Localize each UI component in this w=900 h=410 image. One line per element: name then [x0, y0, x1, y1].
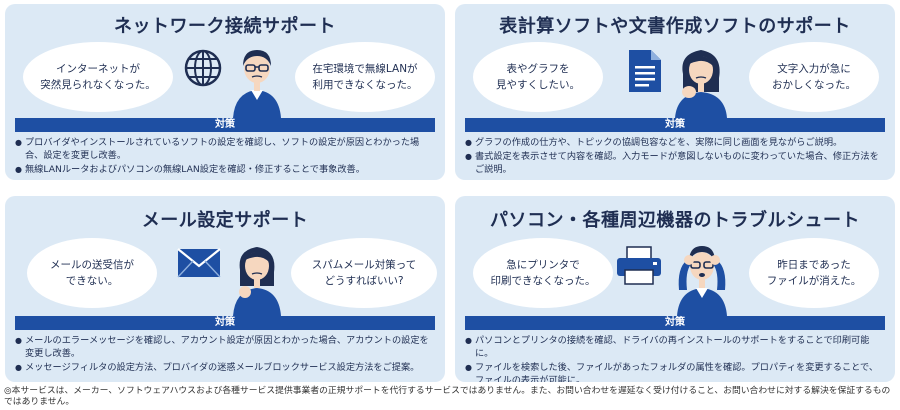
speech-bubble-right: 在宅環境で無線LANが 利用できなくなった。 [295, 42, 435, 112]
solution-item: 無線LANルータおよびパソコンの無線LAN設定を確認・修正することで事象改善。 [15, 163, 435, 176]
panel-title: メール設定サポート [141, 210, 309, 231]
speech-bubble-left: 表やグラフを 見やすくしたい。 [473, 42, 603, 112]
speech-bubble-right: 文字入力が急に おかしくなった。 [749, 42, 879, 112]
panel-title: パソコン・各種周辺機器のトラブルシュート [490, 210, 860, 231]
countermeasure-bar: 対策 [15, 118, 435, 132]
solution-list: メールのエラーメッセージを確認し、アカウント設定が原因とわかった場合、アカウント… [15, 334, 435, 375]
bubble-text: 文字入力が急に おかしくなった。 [772, 62, 856, 91]
office-software-support-panel: 表計算ソフトや文書作成ソフトのサポート 表やグラフを 見やすくしたい。 文字入力… [455, 4, 895, 180]
speech-bubble-right: スパムメール対策って どうすればいい? [291, 238, 437, 308]
solution-list: グラフの作成の仕方や、トピックの協調包容などを、実際に同じ画面を見ながらご説明。… [465, 136, 885, 177]
solution-item: グラフの作成の仕方や、トピックの協調包容などを、実際に同じ画面を見ながらご説明。 [465, 136, 885, 149]
mail-settings-support-panel: メール設定サポート メールの送受信が できない。 スパムメール対策って どうすれ… [5, 196, 445, 382]
document-icon [627, 48, 663, 94]
solution-list: プロバイダやインストールされているソフトの設定を確認し、ソフトの設定が原因とわか… [15, 136, 435, 177]
network-support-panel: ネットワーク接続サポート インターネットが 突然見られなくなった。 在宅環境で無… [5, 4, 445, 180]
worried-woman-illustration [227, 232, 287, 316]
countermeasure-bar: 対策 [15, 316, 435, 330]
pc-peripheral-troubleshoot-panel: パソコン・各種周辺機器のトラブルシュート 急にプリンタで 印刷できなくなった。 [455, 196, 895, 382]
panel-title: ネットワーク接続サポート [114, 16, 336, 37]
bubble-text: メールの送受信が できない。 [50, 258, 134, 287]
solution-item: 書式設定を表示させて内容を確認。入力モードが意図しないものに変わっていた場合、修… [465, 150, 885, 176]
solution-item: パソコンとプリンタの接続を確認、ドライバの再インストールのサポートをすることで印… [465, 334, 885, 360]
countermeasure-bar: 対策 [465, 118, 885, 132]
envelope-icon [177, 248, 221, 278]
bubble-text: インターネットが 突然見られなくなった。 [40, 62, 156, 91]
speech-bubble-right: 昨日まであった ファイルが消えた。 [749, 238, 879, 308]
solution-item: ファイルを検索した後、ファイルがあったフォルダの属性を確認。プロパティを変更する… [465, 361, 885, 382]
bubble-text: 表やグラフを 見やすくしたい。 [496, 62, 580, 91]
speech-bubble-left: 急にプリンタで 印刷できなくなった。 [473, 238, 613, 308]
bubble-text: 昨日まであった ファイルが消えた。 [766, 258, 862, 287]
printer-icon [615, 246, 663, 286]
solution-item: メッセージフィルタの設定方法、プロバイダの迷惑メールブロックサービス設定方法をご… [15, 361, 435, 374]
solution-item: プロバイダやインストールされているソフトの設定を確認し、ソフトの設定が原因とわか… [15, 136, 435, 162]
bubble-text: 急にプリンタで 印刷できなくなった。 [490, 258, 596, 287]
support-staff-illustration [227, 34, 287, 118]
worried-woman-illustration [669, 34, 733, 118]
disclaimer-footnote: ◎本サービスは、メーカー、ソフトウェアハウスおよび各種サービス提供事業者の正規サ… [4, 386, 891, 407]
globe-icon [183, 48, 223, 88]
bubble-text: 在宅環境で無線LANが 利用できなくなった。 [312, 62, 418, 91]
solution-item: メールのエラーメッセージを確認し、アカウント設定が原因とわかった場合、アカウント… [15, 334, 435, 360]
bubble-text: スパムメール対策って どうすればいい? [311, 258, 417, 287]
speech-bubble-left: メールの送受信が できない。 [27, 238, 157, 308]
countermeasure-bar: 対策 [465, 316, 885, 330]
panel-title: 表計算ソフトや文書作成ソフトのサポート [499, 16, 851, 37]
solution-list: パソコンとプリンタの接続を確認、ドライバの再インストールのサポートをすることで印… [465, 334, 885, 382]
panicked-man-illustration [669, 232, 735, 316]
speech-bubble-left: インターネットが 突然見られなくなった。 [23, 42, 173, 112]
